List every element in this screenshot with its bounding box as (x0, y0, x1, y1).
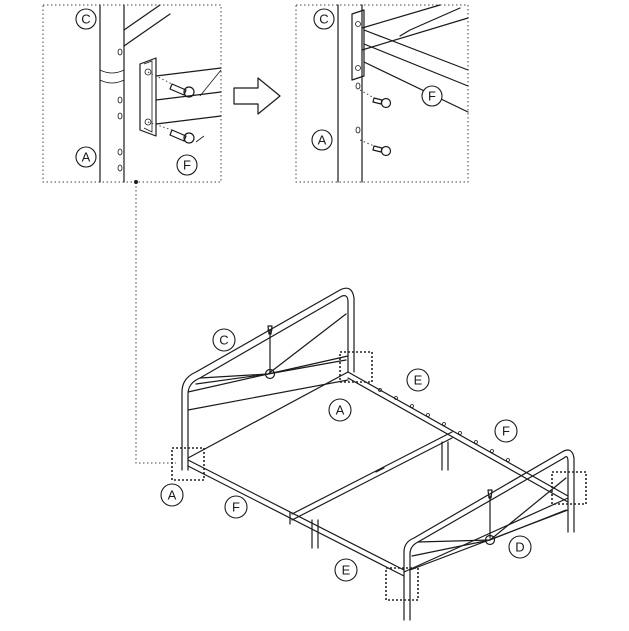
label-f-detail-left: F (176, 154, 198, 176)
detail-frame-right (295, 4, 469, 183)
detail-panel-before: C A F (42, 4, 222, 183)
screw-icon (372, 145, 392, 157)
post-holes (355, 82, 361, 134)
joint-highlight-left (171, 447, 205, 481)
svg-text:F: F (232, 500, 240, 515)
svg-text:C: C (81, 12, 90, 27)
leader-anchor (134, 180, 138, 184)
detail-panel-after: C F A (295, 4, 469, 183)
top-rail-edge (399, 7, 461, 37)
svg-text:E: E (342, 563, 351, 578)
label-d-footboard: D (508, 535, 532, 559)
label-c-detail-right: C (313, 8, 335, 30)
side-rails (187, 371, 569, 577)
post-a (337, 4, 363, 183)
label-f-front: F (224, 495, 248, 519)
svg-text:A: A (82, 150, 91, 165)
label-f-right: F (494, 419, 518, 443)
rail-bracket (139, 57, 222, 137)
label-c-detail-left: C (75, 8, 97, 30)
svg-text:F: F (502, 424, 510, 439)
arrow-right-icon (233, 77, 281, 115)
footboard-d (403, 449, 575, 621)
label-c-headboard: C (212, 328, 236, 352)
label-f-detail-right: F (421, 85, 443, 107)
joint-highlight-right (551, 471, 587, 505)
headboard-c (181, 287, 355, 471)
detail-leader (135, 182, 176, 464)
pointer-f (195, 135, 205, 143)
post-sleeve (99, 69, 125, 84)
label-a-detail-left: A (75, 146, 97, 168)
top-rail-c (361, 4, 469, 51)
screw-icon (372, 97, 392, 109)
screw-icon (169, 129, 195, 144)
screw-path (147, 71, 173, 131)
joint-highlight-top (339, 351, 373, 383)
joint-highlight-bottom (385, 567, 419, 601)
screw-icon (169, 83, 195, 98)
screw-path (359, 89, 375, 147)
label-e-top: E (406, 368, 430, 392)
svg-text:A: A (318, 133, 327, 148)
svg-text:F: F (183, 158, 191, 173)
top-rail-c (123, 4, 171, 47)
bed-frame (171, 287, 587, 621)
svg-text:A: A (336, 403, 345, 418)
label-a-detail-right: A (311, 129, 333, 151)
rail-holes (378, 388, 510, 462)
post-a (99, 4, 125, 183)
svg-text:C: C (319, 12, 328, 27)
svg-text:A: A (168, 488, 177, 503)
post-holes (117, 48, 123, 172)
rail-bracket (351, 9, 469, 113)
detail-frame-left (42, 4, 222, 183)
label-e-bottom: E (334, 558, 358, 582)
svg-text:F: F (428, 89, 436, 104)
label-a-top: A (328, 398, 352, 422)
label-a-left: A (160, 483, 184, 507)
svg-text:C: C (219, 333, 228, 348)
svg-text:D: D (515, 540, 524, 555)
svg-text:E: E (414, 373, 423, 388)
